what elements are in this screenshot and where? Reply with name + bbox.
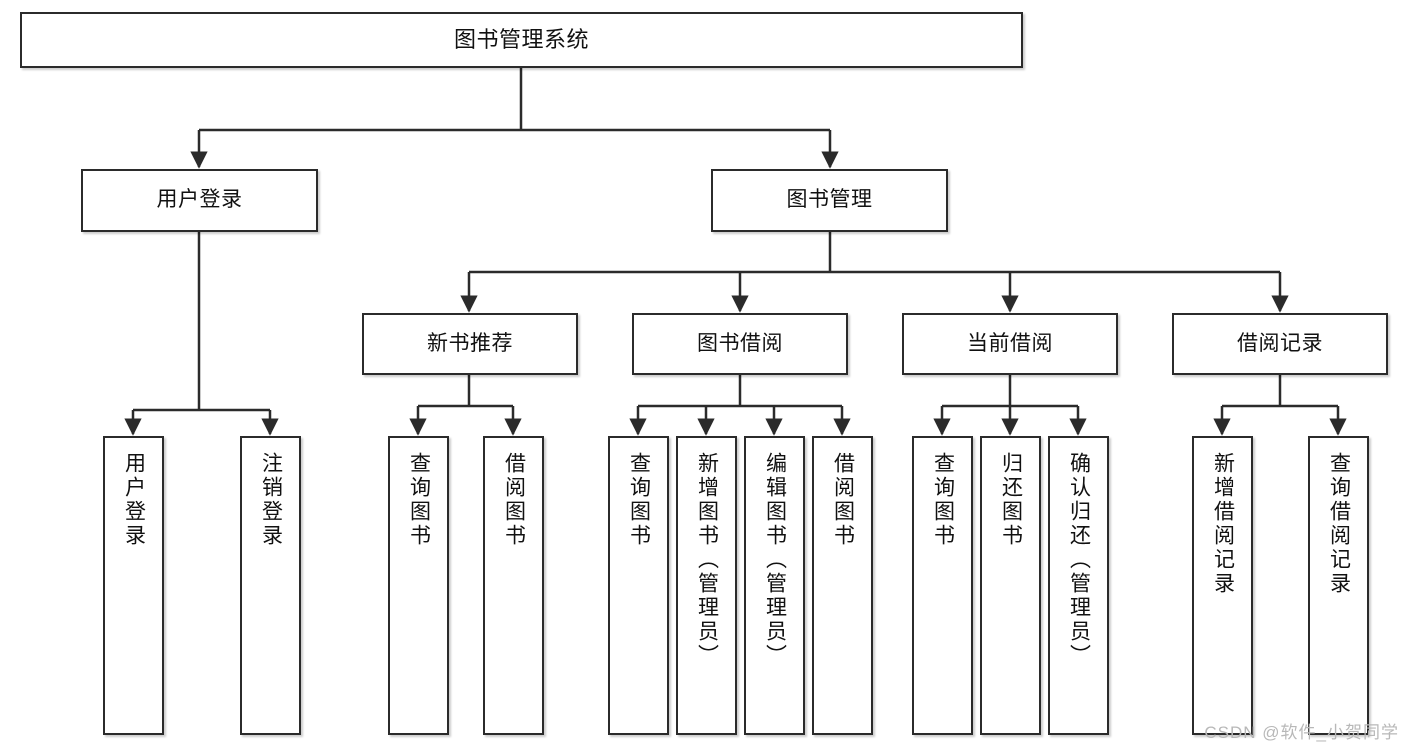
node-new-book-recommend-label: 新书推荐 xyxy=(427,331,513,355)
node-book-management[interactable]: 图书管理 xyxy=(711,169,948,232)
node-current-borrow[interactable]: 当前借阅 xyxy=(902,313,1118,375)
node-book-borrow-label: 图书借阅 xyxy=(697,331,783,355)
leaf-record-query[interactable]: 查询借阅记录 xyxy=(1308,436,1369,735)
leaf-new-book-borrow-label: 借阅图书 xyxy=(502,452,526,548)
leaf-borrow-query-book[interactable]: 查询图书 xyxy=(608,436,669,735)
node-borrow-record-label: 借阅记录 xyxy=(1237,331,1323,355)
leaf-current-confirm-return[interactable]: 确认归还（管理员） xyxy=(1048,436,1109,735)
leaf-borrow-add-book-label: 新增图书（管理员） xyxy=(695,452,719,668)
leaf-borrow-query-book-label: 查询图书 xyxy=(627,452,651,548)
leaf-new-book-borrow[interactable]: 借阅图书 xyxy=(483,436,544,735)
leaf-record-query-label: 查询借阅记录 xyxy=(1327,452,1351,596)
leaf-borrow-edit-book-label: 编辑图书（管理员） xyxy=(763,452,787,668)
leaf-borrow-borrow-book-label: 借阅图书 xyxy=(831,452,855,548)
node-root[interactable]: 图书管理系统 xyxy=(20,12,1023,68)
node-new-book-recommend[interactable]: 新书推荐 xyxy=(362,313,578,375)
leaf-new-book-query-label: 查询图书 xyxy=(407,452,431,548)
leaf-current-query-book[interactable]: 查询图书 xyxy=(912,436,973,735)
node-root-label: 图书管理系统 xyxy=(453,27,589,53)
node-user-login[interactable]: 用户登录 xyxy=(81,169,318,232)
node-book-management-label: 图书管理 xyxy=(786,188,873,212)
leaf-current-query-book-label: 查询图书 xyxy=(931,452,955,548)
node-book-borrow[interactable]: 图书借阅 xyxy=(632,313,848,375)
leaf-current-confirm-return-label: 确认归还（管理员） xyxy=(1067,452,1091,668)
node-borrow-record[interactable]: 借阅记录 xyxy=(1172,313,1388,375)
leaf-current-return-book[interactable]: 归还图书 xyxy=(980,436,1041,735)
leaf-user-login-login-label: 用户登录 xyxy=(122,452,146,548)
leaf-borrow-borrow-book[interactable]: 借阅图书 xyxy=(812,436,873,735)
leaf-new-book-query[interactable]: 查询图书 xyxy=(388,436,449,735)
leaf-current-return-book-label: 归还图书 xyxy=(999,452,1023,548)
leaf-borrow-add-book[interactable]: 新增图书（管理员） xyxy=(676,436,737,735)
leaf-user-login-login[interactable]: 用户登录 xyxy=(103,436,164,735)
watermark: CSDN @软件_小贺同学 xyxy=(1204,723,1399,742)
leaf-record-add[interactable]: 新增借阅记录 xyxy=(1192,436,1253,735)
node-current-borrow-label: 当前借阅 xyxy=(967,331,1053,355)
node-user-login-label: 用户登录 xyxy=(156,188,243,212)
leaf-user-login-logout[interactable]: 注销登录 xyxy=(240,436,301,735)
leaf-record-add-label: 新增借阅记录 xyxy=(1211,452,1235,596)
leaf-user-login-logout-label: 注销登录 xyxy=(259,452,283,548)
leaf-borrow-edit-book[interactable]: 编辑图书（管理员） xyxy=(744,436,805,735)
